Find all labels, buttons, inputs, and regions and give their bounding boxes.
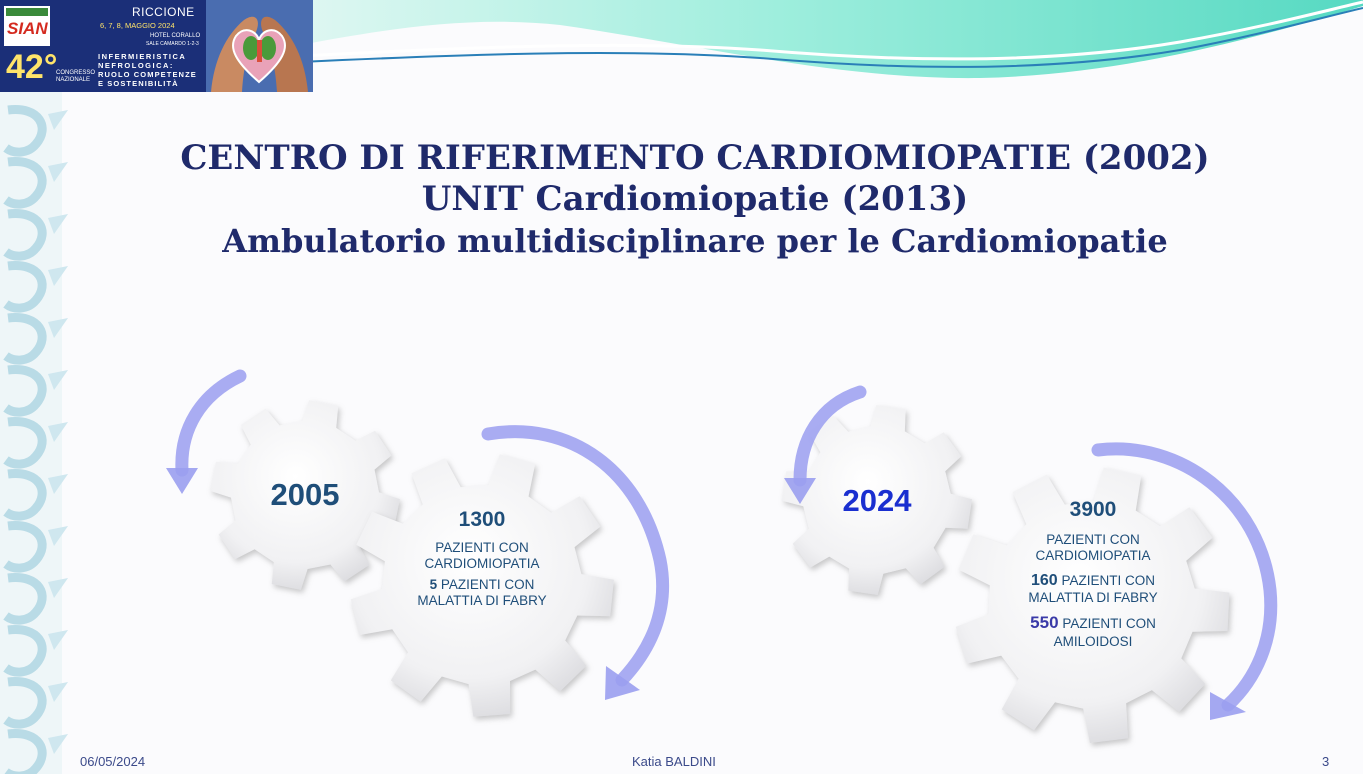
arrow-right-small — [793, 385, 867, 487]
swirl-mark — [3, 209, 47, 261]
congress-banner: SIAN 42° CONGRESSO NAZIONALE RICCIONE 6,… — [0, 0, 313, 92]
left-fabry-label: PAZIENTI CON MALATTIA DI FABRY — [417, 576, 547, 609]
sian-logo-text: SIAN — [7, 19, 48, 38]
left-decorative-strip — [0, 90, 68, 774]
swirl-mark — [48, 214, 68, 234]
right-count: 3900 — [1069, 498, 1117, 521]
theme-line: E SOSTENIBILITÀ — [98, 79, 179, 88]
arrow-left-small — [175, 369, 247, 477]
swirl-mark — [48, 630, 68, 650]
left-fabry-count: 5 — [429, 576, 438, 592]
swirl-mark — [48, 422, 68, 442]
swirl-mark — [3, 417, 47, 469]
swirl-mark — [48, 162, 68, 182]
arrow-left-large-head — [605, 666, 640, 700]
title-line-3: Ambulatorio multidisciplinare per le Car… — [222, 222, 1168, 260]
hands-heart-kidney-icon — [206, 0, 313, 92]
left-count-label: PAZIENTI CON CARDIOMIOPATIA — [424, 540, 540, 572]
swirl-mark — [48, 370, 68, 390]
right-amyloid: 550 PAZIENTI CON AMILOIDOSI — [1028, 613, 1158, 650]
gear-2024 — [782, 405, 972, 595]
right-count-label: PAZIENTI CON CARDIOMIOPATIA — [1035, 532, 1151, 564]
swirl-mark — [3, 469, 47, 521]
edition-caption: CONGRESSO NAZIONALE — [56, 70, 96, 83]
gear-2005 — [210, 400, 400, 590]
swirl-mark — [48, 734, 68, 754]
right-fabry-count: 160 — [1031, 571, 1058, 589]
left-count: 1300 — [458, 508, 506, 531]
theme-line: NEFROLOGICA: — [98, 61, 174, 70]
arrow-right-large — [1091, 442, 1278, 712]
swirl-mark — [3, 521, 47, 573]
right-fabry: 160 PAZIENTI CON MALATTIA DI FABRY — [1028, 571, 1158, 607]
arrow-left-small-head — [166, 468, 198, 494]
left-gear-content: 1300 PAZIENTI CON CARDIOMIOPATIA 5 PAZIE… — [402, 508, 562, 610]
footer-page-number: 3 — [1322, 754, 1330, 769]
year-2024: 2024 — [842, 483, 912, 518]
swirl-mark — [3, 313, 47, 365]
swirl-mark — [3, 677, 47, 729]
sian-logo: SIAN — [4, 6, 50, 46]
gear-left-data — [350, 454, 614, 717]
city: RICCIONE — [132, 5, 195, 19]
swirl-mark — [4, 729, 47, 774]
left-fabry: 5 PAZIENTI CON MALATTIA DI FABRY — [417, 577, 547, 610]
year-2005: 2005 — [270, 477, 340, 512]
theme-line: INFERMIERISTICA — [98, 52, 187, 61]
swirl-mark — [48, 266, 68, 286]
swirl-mark — [3, 573, 47, 625]
swirl-mark — [48, 682, 68, 702]
swirl-mark — [48, 578, 68, 598]
right-gear-content: 3900 PAZIENTI CON CARDIOMIOPATIA 160 PAZ… — [1013, 498, 1173, 650]
right-amyloid-count: 550 — [1030, 612, 1059, 632]
footer-author: Katia BALDINI — [632, 754, 716, 769]
swirl-mark — [3, 105, 47, 157]
title-line-1: CENTRO DI RIFERIMENTO CARDIOMIOPATIE (20… — [180, 138, 1210, 178]
theme-line: RUOLO COMPETENZE — [98, 70, 197, 79]
dates: 6, 7, 8, MAGGIO 2024 — [100, 21, 175, 30]
swirl-mark — [3, 625, 47, 677]
arrow-left-large — [481, 425, 670, 687]
gear-right-data — [955, 467, 1230, 743]
right-fabry-label: PAZIENTI CON MALATTIA DI FABRY — [1028, 572, 1158, 606]
arrow-right-large-head — [1210, 692, 1246, 720]
footer-date: 06/05/2024 — [80, 754, 146, 769]
venue-sub: SALE CAMARDO 1-2-3 — [146, 41, 199, 47]
swirl-mark — [3, 365, 47, 417]
swirl-mark — [48, 526, 68, 546]
edition-number: 42° — [6, 48, 58, 86]
arrow-right-small-head — [784, 478, 816, 504]
venue: HOTEL CORALLO — [150, 33, 201, 39]
title-line-2: UNIT Cardiomiopatie (2013) — [421, 179, 969, 219]
right-amyloid-label: PAZIENTI CON AMILOIDOSI — [1053, 615, 1156, 649]
swirl-mark — [3, 157, 47, 209]
swirl-mark — [3, 261, 47, 313]
swirl-mark — [48, 110, 68, 130]
swirl-mark — [48, 318, 68, 338]
swirl-mark — [48, 474, 68, 494]
